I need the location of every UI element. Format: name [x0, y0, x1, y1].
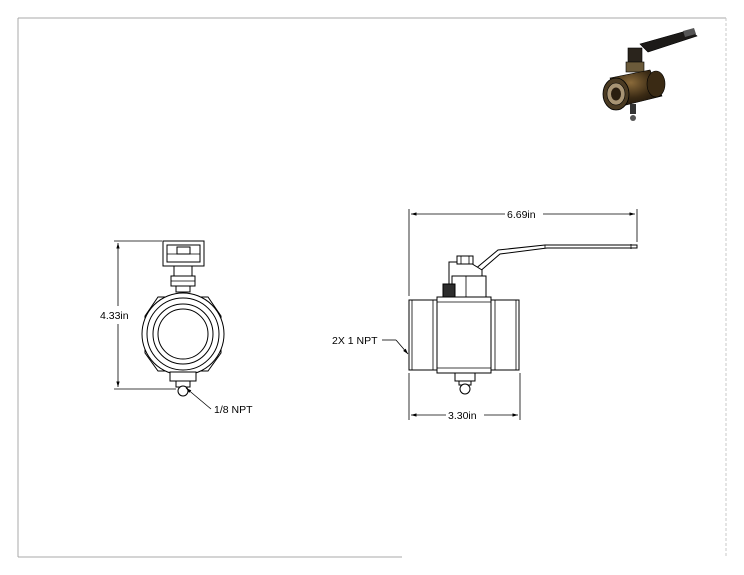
- port-note-label: 1/8 NPT: [214, 404, 253, 416]
- sheet-border: [17, 17, 727, 558]
- body-length-label: 3.30in: [448, 410, 477, 422]
- overall-length-label: 6.69in: [507, 209, 536, 221]
- port-note-leader: [185, 387, 212, 410]
- isometric-valve-image: [602, 28, 698, 121]
- height-dimension: [114, 240, 176, 390]
- height-dimension-label: 4.33in: [100, 310, 129, 322]
- thread-note-leader: [382, 339, 409, 355]
- overall-length-dimension: [408, 209, 638, 296]
- end-view-valve: [141, 240, 225, 397]
- body-length-dimension: [408, 373, 521, 420]
- thread-note-label: 2X 1 NPT: [332, 335, 378, 347]
- side-view-valve: [408, 244, 638, 395]
